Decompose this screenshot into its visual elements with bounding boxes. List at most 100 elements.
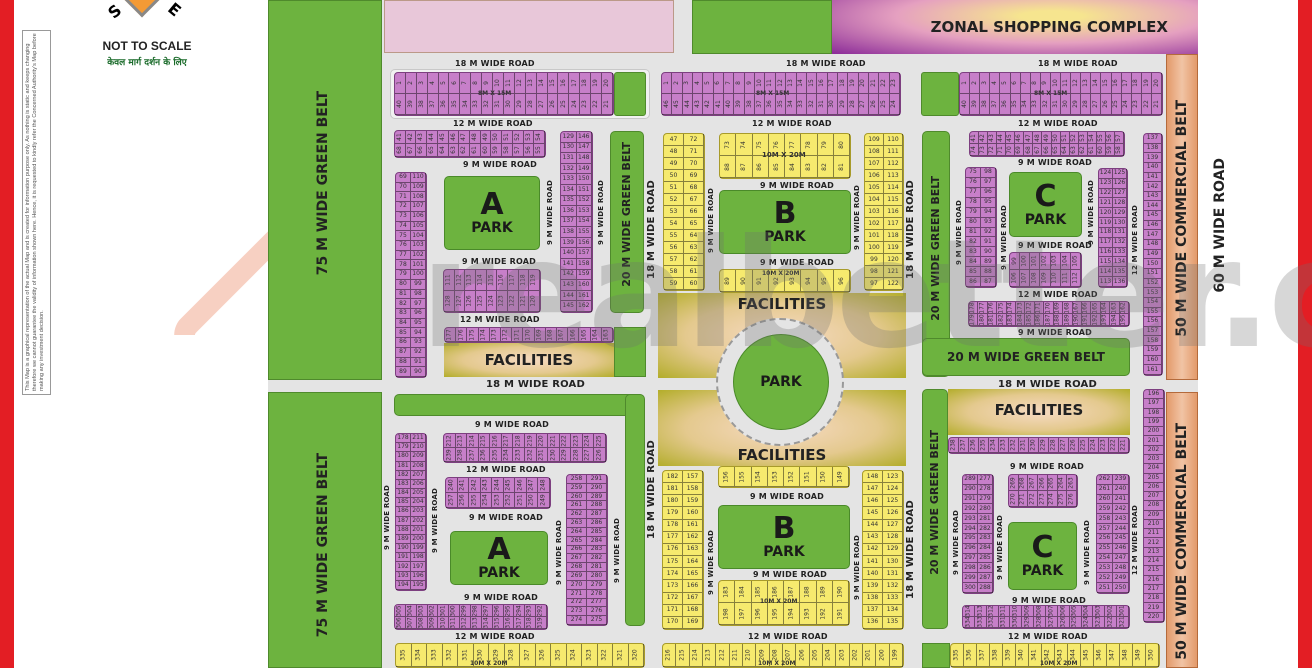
plot: 185 <box>396 498 411 508</box>
plot: 285 <box>978 553 993 564</box>
plot: 36 <box>438 94 450 115</box>
plot: 258 <box>1097 514 1113 525</box>
plot: 245 <box>503 478 516 493</box>
plot: 31 <box>493 94 504 115</box>
plot-number: 34 <box>461 100 469 108</box>
plot: 94 <box>981 207 996 218</box>
plot-number: 225 <box>1079 439 1087 451</box>
plot-size-label: 8M X 15M <box>1034 90 1068 97</box>
plot-number: 173 <box>666 581 679 589</box>
plot: 335 <box>951 644 964 667</box>
plot-number: 173 <box>1016 302 1024 314</box>
plot: 329 <box>489 644 505 667</box>
plot-number: 114 <box>476 274 484 286</box>
plot-number: 206 <box>1147 482 1160 490</box>
park-label: PARK <box>1024 211 1067 228</box>
plot-number: 83 <box>969 247 977 255</box>
plot: 66 <box>1042 144 1052 156</box>
plot-number: 34 <box>786 100 794 108</box>
plot: 322 <box>597 644 613 667</box>
plot: 267 <box>567 554 587 564</box>
plot-number: 234 <box>503 448 511 461</box>
plot: 84 <box>785 156 802 178</box>
plot: 347 <box>1107 644 1120 667</box>
plot-number: 268 <box>570 563 583 571</box>
plot-number: 94 <box>984 208 992 216</box>
plot: 153 <box>1144 288 1162 298</box>
plot-number: 41 <box>970 133 978 142</box>
park-a-bottom: A PARK <box>450 531 548 585</box>
plot-number: 223 <box>572 434 580 447</box>
plot: 98 <box>865 266 884 278</box>
plot-number: 1 <box>662 81 670 85</box>
plot: 202 <box>849 644 863 667</box>
plot: 265 <box>567 536 587 546</box>
plot-number: 105 <box>412 221 424 229</box>
plot-number: 114 <box>887 183 899 191</box>
plot: 41 <box>395 131 406 144</box>
plot: 240 <box>446 478 458 493</box>
plot: 327 <box>520 644 536 667</box>
plot: 93 <box>411 338 426 348</box>
plot-number: 221 <box>1119 439 1127 451</box>
plot: 96 <box>981 187 996 198</box>
plot: 268 <box>567 563 587 573</box>
plot: 177 <box>978 302 988 314</box>
plot: 115 <box>486 270 498 291</box>
plot: 251 <box>515 493 527 508</box>
plot: 36 <box>1000 94 1011 115</box>
plot: 209 <box>756 644 770 667</box>
plot-number: 129 <box>886 545 899 553</box>
plot-number: 50 <box>492 133 500 141</box>
plot-number: 78 <box>804 140 812 149</box>
plot: 12 <box>775 73 787 94</box>
plot: 335 <box>396 644 412 667</box>
road-9m-label: 9 M WIDE ROAD <box>469 513 543 522</box>
road-9m-label: 9 M WIDE ROAD <box>1018 158 1092 167</box>
plot-number: 252 <box>1098 573 1111 581</box>
plot-number: 187 <box>397 516 409 524</box>
plot-number: 264 <box>1057 476 1065 489</box>
plot-number: 184 <box>738 585 746 598</box>
plot: 81 <box>966 227 981 238</box>
plot: 123 <box>883 471 903 484</box>
plot: 145 <box>863 507 883 520</box>
plot: 287 <box>587 510 607 520</box>
plot: 184 <box>396 489 411 499</box>
plot: 139 <box>561 237 577 249</box>
plot-number: 299 <box>964 573 976 581</box>
plot: 8 <box>471 73 483 94</box>
plot: 199 <box>411 544 426 554</box>
plot-number: 207 <box>1147 492 1160 500</box>
plot-number: 154 <box>578 217 590 225</box>
plot: 29 <box>837 94 849 115</box>
plot: 321 <box>613 644 629 667</box>
plot: 57 <box>664 254 684 266</box>
plot-number: 25 <box>559 100 567 108</box>
plot: 105 <box>1070 253 1081 270</box>
plot-number: 128 <box>444 295 452 307</box>
plot-number: 233 <box>514 448 522 461</box>
plot: 23 <box>889 73 900 94</box>
road-12m-label: 12 M WIDE ROAD <box>1131 205 1139 276</box>
plot-number: 218 <box>514 434 522 447</box>
plot: 324 <box>1081 617 1094 628</box>
plot: 78 <box>396 260 411 271</box>
plot: 131 <box>883 568 903 581</box>
plot-number: 183 <box>397 479 409 487</box>
plot: 49 <box>1042 132 1052 144</box>
plot-number: 338 <box>991 649 999 661</box>
plot: 118 <box>884 230 903 242</box>
plot-number: 275 <box>590 616 603 624</box>
plot: 144 <box>561 290 577 302</box>
plot-number: 80 <box>399 280 407 288</box>
plot-number: 137 <box>562 217 574 225</box>
plot: 82 <box>966 237 981 248</box>
plot-number: 149 <box>578 164 590 172</box>
